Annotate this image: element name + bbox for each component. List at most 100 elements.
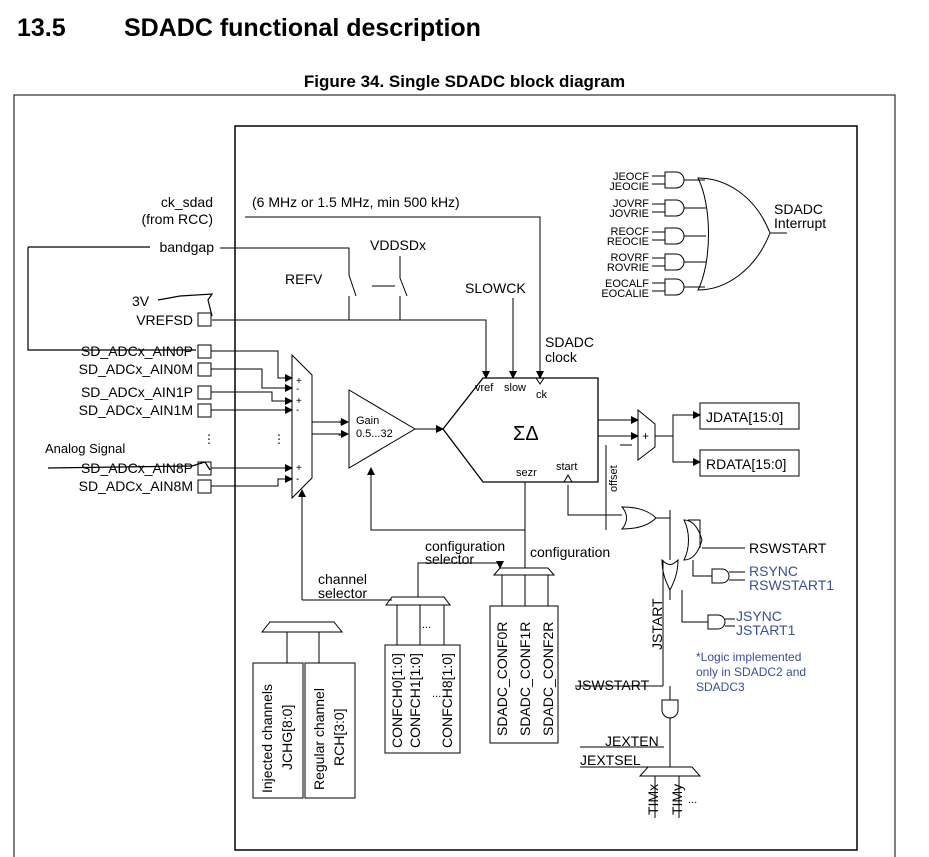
jsync-label: JSYNC	[736, 608, 782, 624]
config-selector-label-2: selector	[425, 551, 474, 567]
flag-label: JEOCIE	[609, 181, 649, 193]
slowck-label: SLOWCK	[465, 280, 526, 296]
configuration-label: configuration	[530, 544, 610, 560]
flag-label: REOCIE	[607, 236, 649, 248]
flag-label: JOVRIE	[609, 208, 649, 220]
rdata-register	[699, 449, 800, 477]
svg-text:+: +	[296, 463, 302, 474]
figure-title: Figure 34. Single SDADC block diagram	[303, 72, 626, 91]
conf0r-label: SDADC_CONF0R	[494, 622, 510, 736]
input-label-3: SD_ADCx_AIN1M	[79, 402, 193, 418]
logic-note-3: SDADC3	[696, 680, 745, 694]
pad-ain0m	[197, 362, 212, 377]
mux-ellipsis: ⋮	[273, 432, 285, 446]
jexten-label: JEXTEN	[605, 733, 659, 749]
svg-text:-: -	[296, 474, 299, 485]
offset-adder	[637, 408, 656, 462]
inputs-ellipsis: ⋮	[203, 432, 215, 446]
jdata-label: JDATA[15:0]	[706, 409, 783, 425]
input-label-2: SD_ADCx_AIN1P	[81, 384, 193, 400]
jswstart-label: JSWSTART	[575, 677, 650, 693]
pad-ain0p	[197, 344, 212, 359]
pad-vrefsd	[197, 312, 212, 327]
logic-note-2: only in SDADC2 and	[696, 665, 806, 679]
rswstart-label: RSWSTART	[749, 540, 827, 556]
ck-sdad-label: ck_sdad	[161, 194, 213, 210]
flag-label: JEOCF	[613, 171, 649, 183]
svg-text:+: +	[296, 376, 302, 387]
pad-ain1p	[197, 385, 212, 400]
interrupt-gates	[652, 171, 787, 296]
offset-label: offset	[608, 465, 620, 492]
start-port: start	[556, 461, 577, 473]
jextsel-label: JEXTSEL	[580, 752, 641, 768]
flag-label: EOCALIE	[601, 288, 649, 300]
logic-note-1: *Logic implemented	[696, 650, 801, 664]
svg-text:+: +	[338, 418, 344, 429]
rch-register	[304, 662, 356, 799]
ck-port: ck	[536, 389, 548, 401]
flag-label: EOCALF	[605, 278, 649, 290]
sezr-port: sezr	[516, 467, 537, 479]
rch-label-2: RCH[3:0]	[331, 708, 347, 766]
sdadc-clock-label-1: SDADC	[545, 334, 594, 350]
channel-selector-label-2: selector	[318, 585, 367, 601]
timx-label: TIMx	[645, 784, 661, 815]
flag-label: REOCF	[611, 226, 650, 238]
gain-label: Gain	[356, 415, 379, 427]
input-label-4: SD_ADCx_AIN8P	[81, 460, 193, 476]
vdd-switch	[399, 277, 408, 297]
sdadc-clock-label-2: clock	[545, 349, 578, 365]
vddsdx-label: VDDSDx	[370, 237, 426, 253]
confch1-label: CONFCH1[1:0]	[407, 653, 423, 748]
input-label-5: SD_ADCx_AIN8M	[79, 478, 193, 494]
flag-label: ROVRF	[611, 252, 650, 264]
pad-ain1m	[197, 403, 212, 418]
slow-port: slow	[504, 382, 526, 394]
clock-note: (6 MHz or 1.5 MHz, min 500 kHz)	[252, 194, 460, 210]
jchg-label-1: Injected channels	[259, 684, 275, 793]
refv-switch	[348, 274, 357, 297]
from-rcc-label: (from RCC)	[141, 211, 213, 227]
sigma-delta-modulator	[442, 377, 599, 483]
pad-ain8m	[197, 479, 212, 494]
config-selector-label-1: configuration	[425, 538, 505, 554]
confch8-label: CONFCH8[1:0]	[439, 653, 455, 748]
svg-text:-: -	[296, 384, 299, 395]
svg-text:+: +	[642, 429, 649, 443]
jstart1-label: JSTART1	[736, 622, 796, 638]
vrefsd-label: VREFSD	[136, 312, 193, 328]
jchg-register	[252, 662, 304, 799]
bandgap-line	[220, 247, 350, 275]
channel-selector-label-1: channel	[318, 571, 367, 587]
diagram-text: ck_sdad (from RCC) (6 MHz or 1.5 MHz, mi…	[45, 171, 834, 815]
figure-frame	[13, 94, 896, 857]
config-mux	[492, 567, 556, 576]
conf1r-label: SDADC_CONF1R	[517, 622, 533, 736]
refv-label: REFV	[285, 271, 323, 287]
rsync-label: RSYNC	[749, 563, 798, 579]
conf-selector-mux	[385, 596, 451, 606]
bandgap-label: bandgap	[159, 239, 214, 255]
confch-ellipsis: ...	[432, 688, 441, 700]
rdata-label: RDATA[15:0]	[706, 456, 786, 472]
timy-label: TIMy	[669, 784, 685, 815]
jstart-or-gate	[661, 558, 679, 592]
conf-mux-ellipsis: ...	[422, 619, 431, 631]
input-label-1: SD_ADCx_AIN0M	[79, 361, 193, 377]
section-number: 13.5	[17, 14, 66, 42]
conf2r-label: SDADC_CONF2R	[540, 622, 556, 736]
confch-registers	[384, 644, 461, 754]
handwritten-annotations	[27, 246, 214, 471]
flag-label: JOVRF	[613, 198, 649, 210]
conf-registers	[489, 605, 559, 744]
rswstart1-label: RSWSTART1	[749, 577, 834, 593]
interrupt-label-2: Interrupt	[774, 215, 826, 231]
clock-line	[245, 216, 544, 379]
analog-signal-label: Analog Signal	[45, 441, 125, 456]
confch0-label: CONFCH0[1:0]	[389, 653, 405, 748]
v3-label: 3V	[132, 293, 150, 309]
vref-port: vref	[475, 382, 494, 394]
gain-range: 0.5...32	[356, 428, 393, 440]
